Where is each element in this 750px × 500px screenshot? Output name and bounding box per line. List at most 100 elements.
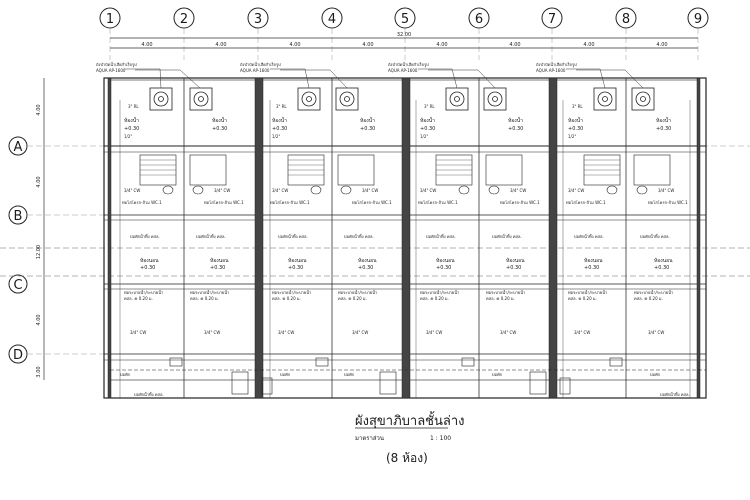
tank-model-label: AQUA AP-1600 (536, 68, 566, 73)
washroom-label: ห้องน้ำ (508, 115, 523, 124)
bedroom-label: ห้องนอน (584, 257, 603, 264)
floor-level: +0.30 (288, 265, 303, 271)
vertical-dimension-3: 12.00 (36, 245, 42, 259)
bay-dimension-6: 4.00 (509, 42, 520, 48)
grid-label-C: C (13, 278, 22, 293)
bay-dimension-5: 4.00 (436, 42, 447, 48)
pipe-cw-label: 3/4" CW (510, 188, 526, 193)
septic-tank (149, 87, 213, 111)
pipe-cw-label: 3/4" CW (420, 188, 436, 193)
grid-label-4: 4 (328, 12, 336, 27)
pipe-cw-label: 3/4" CW (214, 188, 230, 193)
party-walls (107, 77, 701, 399)
pipe-cw-label: 3/4" CW (204, 330, 220, 335)
vertical-dimension-5: 3.00 (36, 366, 42, 377)
pipe-rl-label: 3" RL (424, 104, 435, 109)
pipe-rl-label: 3" RL (276, 104, 287, 109)
tank-model-label: AQUA AP-1600 (388, 68, 418, 73)
grid-label-A: A (14, 140, 23, 155)
bay-dimension-3: 4.00 (289, 42, 300, 48)
grease-detail: คสล. ⊕ 0.20 ม. (634, 296, 663, 301)
bay-dimension-4: 4.00 (362, 42, 373, 48)
floor-level: +0.30 (584, 265, 599, 271)
bedroom-label: ห้องนอน (506, 257, 525, 264)
unit-partitions (119, 78, 691, 398)
sump-label: บ่อพัก (280, 372, 291, 377)
washroom-label: ห้องน้ำ (124, 115, 139, 124)
grid-bubble-6: 6 (468, 7, 490, 29)
grid-bubble-1: 1 (99, 7, 121, 29)
floor-level: +0.30 (140, 265, 155, 271)
lower-pipe-label: บ่อพักน้ำทิ้ง คสล. (574, 232, 604, 239)
lower-pipe-label: บ่อพักน้ำทิ้ง คสล. (278, 232, 308, 239)
pipe-wc-label: ท่อโสโครก-ส้วม WC.1 (122, 200, 162, 205)
lower-pipe-label: บ่อพักน้ำทิ้ง คสล. (134, 390, 164, 397)
tank-label: ถังบำบัดน้ำเสียสำเร็จรูป (96, 60, 137, 68)
bedroom-label: ห้องนอน (140, 257, 159, 264)
grease-label: ท่อระบายน้ำ/ระบายน้ำ (568, 288, 607, 295)
scale-value: 1 : 100 (430, 435, 451, 442)
floor-level: +0.30 (272, 126, 287, 132)
floor-level: +0.30 (212, 126, 227, 132)
grid-bubble-C: C (8, 274, 28, 294)
grease-label: ท่อระบายน้ำ/ระบายน้ำ (272, 288, 311, 295)
grid-label-1: 1 (106, 12, 114, 27)
grease-label: ท่อระบายน้ำ/ระบายน้ำ (634, 288, 673, 295)
scale-label: มาตราส่วน (355, 435, 384, 442)
grid-bubble-2: 2 (173, 7, 195, 29)
pipe-cw-label: 3/4" CW (574, 330, 590, 335)
tank-label: ถังบำบัดน้ำเสียสำเร็จรูป (536, 60, 577, 68)
grid-bubble-8: 8 (615, 7, 637, 29)
grease-label: ท่อระบายน้ำ/ระบายน้ำ (486, 288, 525, 295)
leader-lines (125, 68, 644, 89)
lower-pipe-label: บ่อพักน้ำทิ้ง คสล. (196, 232, 226, 239)
washroom-label: ห้องน้ำ (272, 115, 287, 124)
pipe-wc-label: ท่อโสโครก-ส้วม WC.1 (566, 200, 606, 205)
grid-bubble-3: 3 (247, 7, 269, 29)
grease-detail: คสล. ⊕ 0.20 ม. (568, 296, 597, 301)
pipe-cw-label: 3/4" CW (272, 188, 288, 193)
overall-dimension: 32.00 (397, 32, 411, 38)
floor-level: +0.30 (420, 126, 435, 132)
bay-dimension-1: 4.00 (141, 42, 152, 48)
sump-label: บ่อพัก (492, 372, 503, 377)
row-grid-bubbles: A B C D (8, 136, 28, 364)
drainage-labels: ท่อระบายน้ำ/ระบายน้ำ คสล. ⊕ 0.20 ม. ท่อร… (124, 288, 673, 335)
grease-label: ท่อระบายน้ำ/ระบายน้ำ (190, 288, 229, 295)
lower-pipe-label: บ่อพักน้ำทิ้ง คสล. (640, 232, 670, 239)
tank-label: ถังบำบัดน้ำเสียสำเร็จรูป (388, 60, 429, 68)
septic-tank (445, 87, 507, 111)
grid-label-2: 2 (180, 12, 188, 27)
grease-detail: คสล. ⊕ 0.20 ม. (338, 296, 367, 301)
bedroom-label: ห้องนอน (210, 257, 229, 264)
floor-level: +0.30 (358, 265, 373, 271)
bedroom-label: ห้องนอน (358, 257, 377, 264)
pipe-cw-label: 3/4" CW (362, 188, 378, 193)
pipe-rl-label: 3" RL (128, 104, 139, 109)
pipe-rl-label: 3" RL (572, 104, 583, 109)
drawing-title-block: ผังสุขาภิบาลชั้นล่าง มาตราส่วน 1 : 100 (… (355, 411, 465, 465)
top-dimension-line: 32.00 4.00 4.00 4.00 4.00 4.00 4.00 4.00… (110, 32, 698, 49)
pipe-labels: 3" RL 3" RL 3" RL 3" RL 1/2" 1/2" 1/2" 1… (122, 104, 688, 205)
pipe-cw-label: 3/4" CW (568, 188, 584, 193)
floor-level: +0.30 (654, 265, 669, 271)
lower-pipe-label: บ่อพักน้ำทิ้ง คสล. (492, 232, 522, 239)
grid-label-8: 8 (622, 12, 630, 27)
pipe-cw-label: 3/4" CW (500, 330, 516, 335)
septic-tank (593, 87, 655, 111)
unit-count: (8 ห้อง) (386, 451, 428, 465)
bay-dimension-7: 4.00 (583, 42, 594, 48)
bedroom-label: ห้องนอน (654, 257, 673, 264)
sump-label: บ่อพัก (120, 372, 131, 377)
grid-label-3: 3 (254, 12, 262, 27)
lower-pipe-label: บ่อพักน้ำทิ้ง คสล. (344, 232, 374, 239)
washroom-label: ห้องน้ำ (420, 115, 435, 124)
washroom-label: ห้องน้ำ (656, 115, 671, 124)
grid-label-6: 6 (475, 12, 483, 27)
grease-detail: คสล. ⊕ 0.20 ม. (272, 296, 301, 301)
pipe-half-label: 1/2" (568, 134, 576, 139)
pipe-wc-label: ท่อโสโครก-ส้วม WC.1 (418, 200, 458, 205)
floor-level: +0.30 (124, 126, 139, 132)
grease-detail: คสล. ⊕ 0.20 ม. (124, 296, 153, 301)
tank-labels: ถังบำบัดน้ำเสียสำเร็จรูป AQUA AP-1600 ถั… (96, 60, 577, 73)
